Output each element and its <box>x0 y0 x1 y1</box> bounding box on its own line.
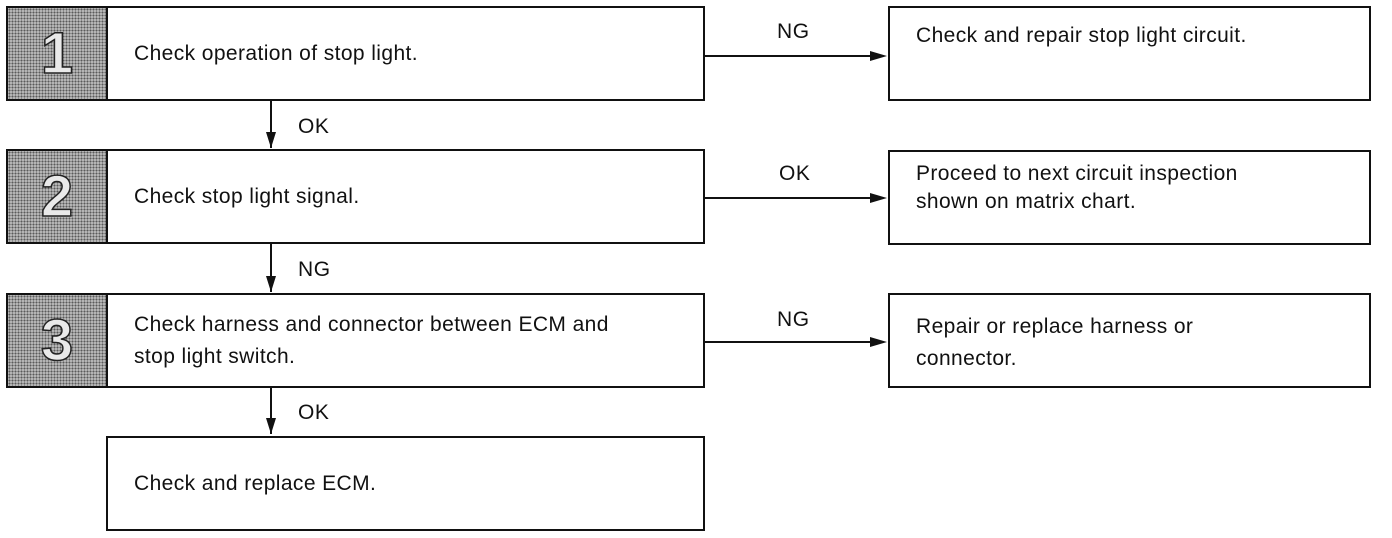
branch-label-2: OK <box>779 162 811 185</box>
arrowhead-right-2 <box>870 193 887 203</box>
result-box-3: Repair or replace harness or connector. <box>888 293 1371 388</box>
continue-label-3: OK <box>298 401 330 424</box>
result-box-2: Proceed to next circuit inspection shown… <box>888 150 1371 245</box>
step-number-1: 1 <box>40 20 74 86</box>
step-box-3: 3 Check harness and connector between EC… <box>6 293 705 388</box>
branch-label-3: NG <box>777 308 810 331</box>
final-step-text: Check and replace ECM. <box>134 471 377 495</box>
result-text-3: Repair or replace harness or connector. <box>916 315 1194 370</box>
arrowhead-right-3 <box>870 337 887 347</box>
step-text-3: Check harness and connector between ECM … <box>134 313 609 368</box>
continue-label-2: NG <box>298 258 331 281</box>
result-box-1: Check and repair stop light circuit. <box>888 6 1371 101</box>
result-text-1: Check and repair stop light circuit. <box>916 24 1247 47</box>
step-number-2: 2 <box>40 163 74 229</box>
step-number-badge-1: 1 <box>8 8 108 99</box>
step-number-badge-3: 3 <box>8 295 108 386</box>
final-step-box: Check and replace ECM. <box>106 436 705 531</box>
step-box-2: 2 Check stop light signal. <box>6 149 705 244</box>
continue-label-1: OK <box>298 115 330 138</box>
step-text-2: Check stop light signal. <box>134 184 360 208</box>
arrowhead-down-3 <box>266 418 276 434</box>
arrowhead-down-2 <box>266 276 276 292</box>
step-text-1: Check operation of stop light. <box>134 41 418 65</box>
arrowhead-right-1 <box>870 51 887 61</box>
arrowhead-down-1 <box>266 132 276 148</box>
result-text-2: Proceed to next circuit inspection shown… <box>916 162 1238 214</box>
step-number-badge-2: 2 <box>8 151 108 242</box>
step-box-1: 1 Check operation of stop light. <box>6 6 705 101</box>
branch-label-1: NG <box>777 20 810 43</box>
step-number-3: 3 <box>40 307 74 373</box>
